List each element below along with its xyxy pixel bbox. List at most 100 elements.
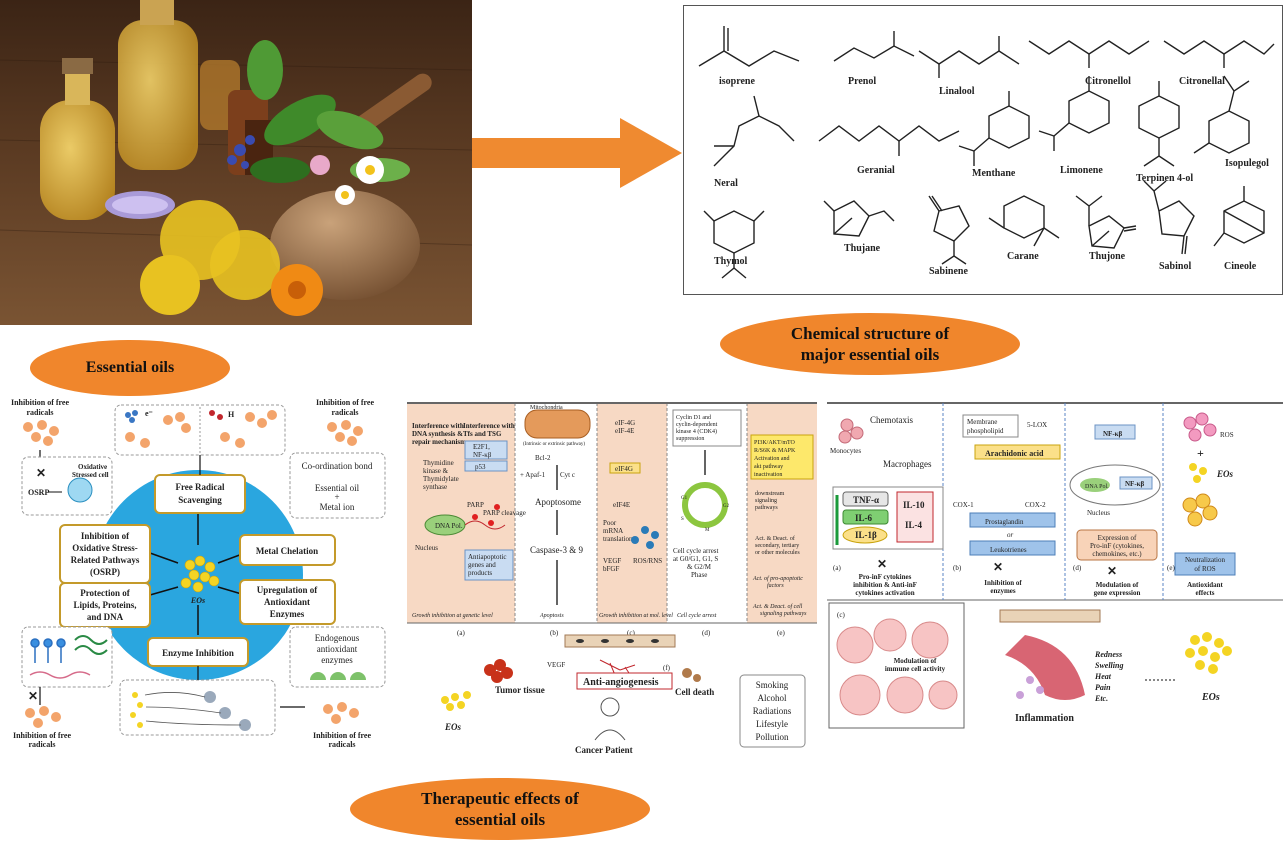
inflammation-label: Inflammation (1015, 713, 1074, 724)
compound-label: Terpinen 4-ol (1136, 173, 1193, 184)
phase-label: M (705, 528, 710, 533)
col-a-title: DNA synthesis & (412, 430, 463, 438)
pi3k-label: R/S6K & MAPK (754, 448, 796, 454)
enzyme-label: Thymidine (423, 459, 454, 467)
thujane-structure (823, 200, 895, 237)
pro-inf-label: inhibition & Anti-inF (853, 581, 917, 589)
limonene-structure (1038, 76, 1110, 151)
right-arrow-icon (472, 118, 682, 188)
act-deact-label: Act. & Deact. of (755, 535, 795, 542)
osrp-label: Inhibition of (81, 531, 130, 541)
chemical-structure-line2: major essential oils (800, 345, 940, 364)
expression-label: chemokines, etc.) (1092, 550, 1142, 558)
risk-label: Lifestyle (756, 719, 788, 729)
compound-label: Sabinol (1159, 261, 1191, 272)
cell-cycle-caption: Cell cycle arrest (677, 613, 717, 619)
downstream-label: pathways (755, 505, 778, 511)
metal-ion-label: Metal ion (320, 502, 355, 512)
upregulation-label: Upregulation of (257, 585, 319, 595)
radicals-label: radicals (26, 408, 53, 417)
monocytes-label: Monocytes (830, 447, 861, 455)
symptom-label: Swelling (1095, 661, 1123, 670)
parp-label: PARP (467, 501, 484, 509)
hydrogen-label: H (228, 410, 235, 419)
upregulation-label: Antioxidant (264, 597, 310, 607)
cox1-label: COX-1 (953, 501, 974, 509)
anti-angiogenesis-label: Anti-angiogenesis (583, 677, 659, 688)
antioxidant-panel: EOs Free Radical Scavenging Metal Chelat… (0, 395, 400, 755)
therapeutic-effects-blob: Therapeutic effects of essential oils (350, 778, 650, 840)
plus-icon: + (1197, 446, 1204, 460)
chemical-structure-line1: Chemical structure of (790, 324, 950, 343)
compound-label: Thymol (714, 256, 748, 267)
compound-label: Neral (714, 178, 738, 189)
essential-oils-blob: Essential oils (30, 340, 230, 396)
prenol-structure (833, 31, 915, 62)
cell-death-label: Cell death (675, 687, 714, 697)
radicals-label: radicals (328, 740, 355, 749)
vegf-bfgf-label: bFGF (603, 565, 619, 573)
eif4e-label: eIF4E (613, 501, 630, 509)
symptom-label: Redness (1094, 650, 1122, 659)
neral-structure (713, 95, 795, 167)
compound-label: Carane (1007, 251, 1039, 262)
macrophages-label: Macrophages (883, 459, 932, 469)
free-radical-box (154, 474, 246, 514)
endogenous-label: enzymes (321, 655, 353, 665)
apaf-label: + Apaf-1 (520, 471, 546, 479)
lox-label: 5-LOX (1027, 421, 1047, 429)
pro-inf-label: Pro-inF cytokines (859, 573, 912, 581)
cell-cycle-label: Phase (691, 571, 707, 579)
compound-label: Prenol (848, 76, 876, 87)
coordination-label: Co-ordination bond (302, 461, 373, 471)
endogenous-label: Endogenous (315, 633, 360, 643)
col-a-title: repair mechanism (412, 438, 466, 446)
pi3k-label: PI3K/AKT/mTO (754, 440, 796, 446)
tumor-label: Tumor tissue (495, 685, 545, 695)
panel-label: (d) (1073, 564, 1082, 572)
il10-label: IL-10 (903, 500, 925, 510)
apoptosis-caption: Apoptosis (539, 613, 564, 619)
compound-label: Menthane (972, 168, 1016, 179)
antiox-label: effects (1195, 589, 1214, 597)
bcl2-label: Bcl-2 (535, 454, 551, 462)
il6-label: IL-6 (855, 513, 873, 523)
panel-label: (c) (837, 611, 845, 619)
vegf-label: VEGF (547, 661, 565, 669)
osrp-label: (OSRP) (90, 567, 120, 577)
act-deact-label: or other molecules (755, 550, 800, 556)
p53-label: p53 (475, 463, 486, 471)
act-pro-label: Act. of pro-apoptotic (752, 575, 803, 582)
modulation-label: Modulation of (1096, 581, 1139, 589)
inhib-enz-label: Inhibition of (984, 579, 1022, 587)
antiapoptotic-label: genes and (468, 561, 496, 569)
cineole-structure (1213, 186, 1265, 247)
downstream-label: downstream (755, 491, 785, 497)
phase-label: G1 (681, 496, 688, 501)
osrp-label: Related Pathways (71, 555, 140, 565)
eos-bottom-label: EOs (1201, 692, 1220, 703)
thymol-structure (703, 210, 765, 279)
act-pro-label: factors (767, 582, 784, 589)
essential-oil-label: Essential oil (315, 483, 360, 493)
inhibition-free-radicals-label: Inhibition of free (316, 398, 375, 407)
isoprene-structure (698, 26, 800, 67)
osrp-short-label: OSRP (28, 488, 49, 497)
thujone-structure (1075, 195, 1137, 249)
inhib-enz-label: enzymes (990, 587, 1016, 595)
cross-icon: ✕ (877, 557, 887, 571)
symptom-label: Pain (1095, 683, 1111, 692)
act-deact-label: secondary, tertiary (755, 543, 799, 549)
nfkb-label: NF-κβ (1103, 430, 1123, 438)
cyclin-label: cyclin-dependent (676, 422, 718, 428)
poor-mrna-label: Poor (603, 519, 617, 527)
growth-gen-caption: Growth inhibition at genetic level (412, 613, 493, 619)
cell-cycle-label: Cell cycle arrest (673, 547, 719, 555)
neutral-label: of ROS (1194, 565, 1215, 573)
compound-label: Citronellol (1085, 76, 1131, 87)
compound-label: Thujone (1089, 251, 1126, 262)
poor-mrna-label: mRNA (603, 527, 623, 535)
radicals-label: radicals (331, 408, 358, 417)
sabinol-structure (1143, 180, 1195, 255)
isopulegol-structure (1193, 75, 1250, 154)
